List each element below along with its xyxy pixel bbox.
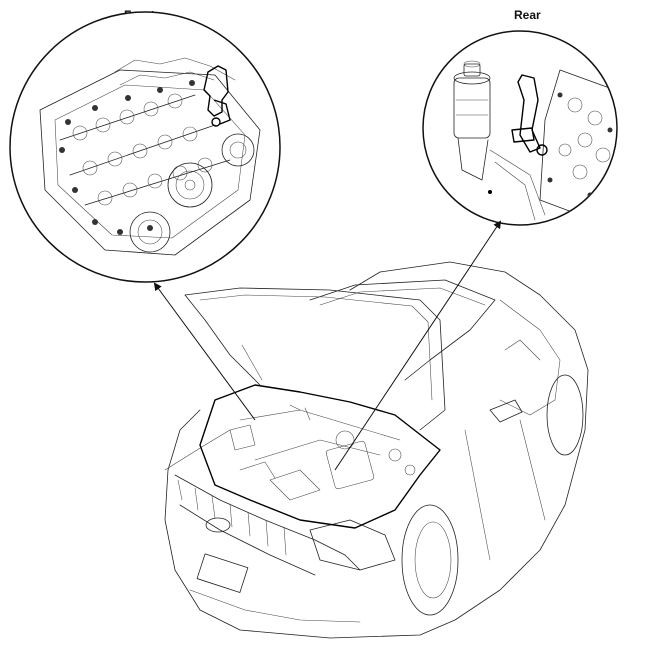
callout-arrows [153, 220, 502, 471]
vehicle-illustration [164, 261, 589, 639]
engine-bay [199, 384, 441, 529]
rear-callout-arrow [334, 220, 502, 471]
rear-label: Rear [514, 8, 541, 22]
front-engine-illustration [39, 57, 261, 256]
front-detail-circle [9, 11, 281, 283]
rear-detail-circle [422, 30, 618, 226]
front-callout-arrow [153, 282, 256, 421]
